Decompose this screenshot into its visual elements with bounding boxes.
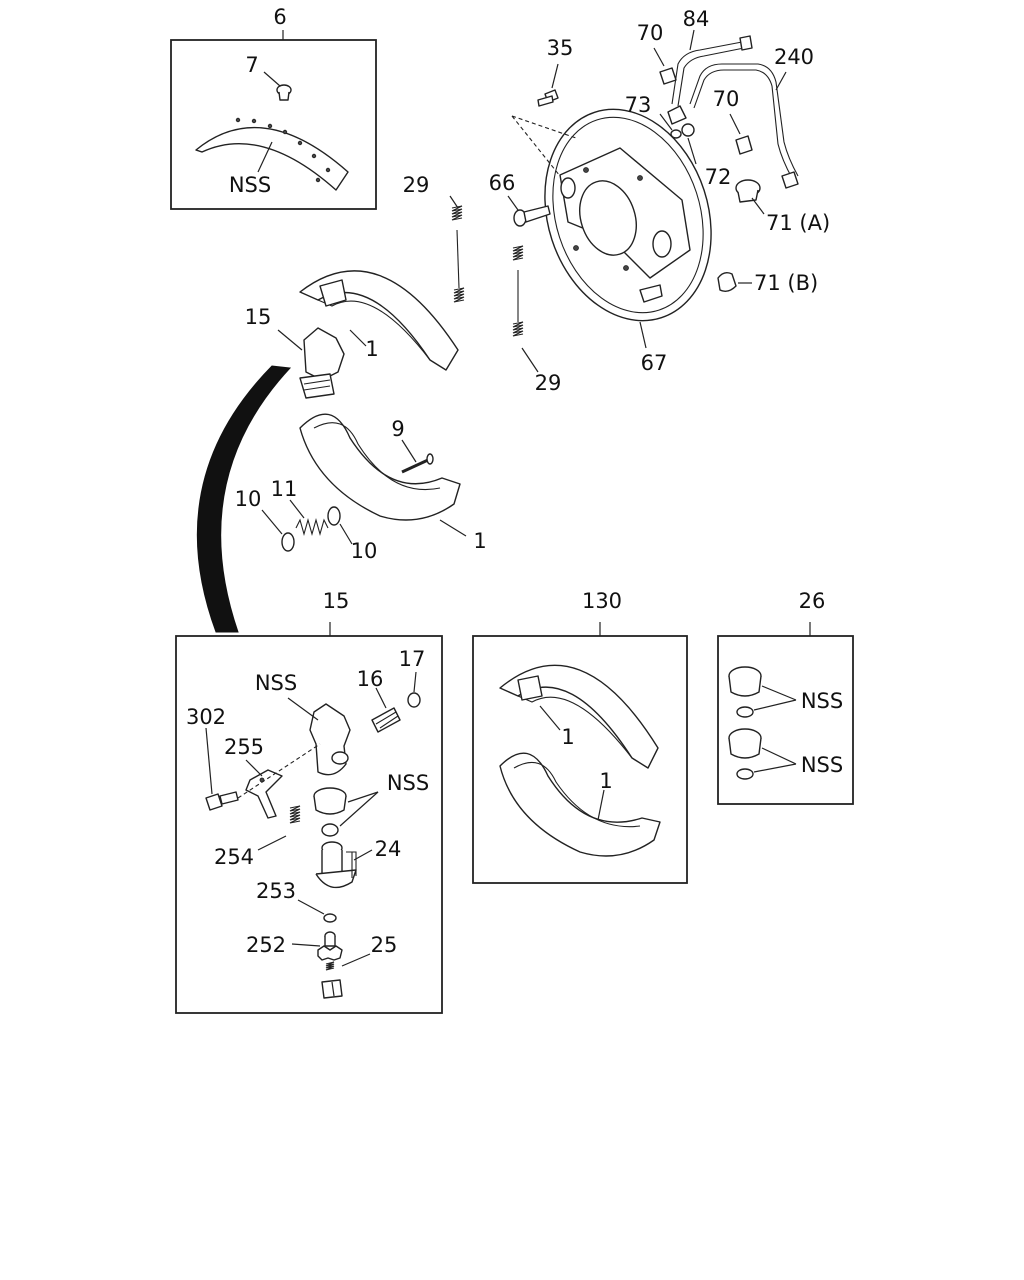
cap-part [407,671,421,708]
adjuster-nut-part [321,953,371,999]
part-label: 10 [235,487,262,511]
adjuster-screw-part [315,841,373,889]
repair-kit-box [717,622,854,805]
callout-arc [196,365,292,633]
part-label: 1 [473,529,486,553]
brake-shoe-part [299,413,467,537]
part-label: 255 [224,735,264,759]
part-label: 66 [489,171,516,195]
bolt-part [537,63,559,107]
return-spring-part [449,195,465,303]
bolt-part [507,195,551,227]
clip-part [729,113,753,155]
seal-part [728,728,797,780]
adjuster-wheel-part [291,931,343,961]
adjuster-assembly-part [277,327,345,399]
lining-kit-box [170,30,377,210]
hold-spring-part [289,499,329,537]
part-label: 15 [245,305,272,329]
bleeder-cap-part [735,179,765,215]
part-label: 254 [214,845,254,869]
brake-shoe-part [499,752,661,857]
washer-part [327,506,353,545]
brake-pipe-part [671,29,799,189]
shoe-assembly-box [472,622,688,884]
part-label: 11 [271,477,298,501]
part-label: NSS [801,753,843,777]
washer-part [297,899,337,923]
part-label: 1 [599,769,612,793]
part-label: 130 [582,589,622,613]
part-label: 1 [561,725,574,749]
part-label: NSS [229,173,271,197]
part-label: 6 [273,5,286,29]
part-label: 72 [705,165,732,189]
part-label: 24 [375,837,402,861]
clip-part [653,47,677,85]
part-label: 25 [371,933,398,957]
part-label: 253 [256,879,296,903]
part-label: 71 (A) [766,211,830,235]
part-label: 67 [641,351,668,375]
hold-pin-part [401,439,434,474]
part-label: NSS [801,689,843,713]
return-spring-part [512,245,539,373]
adjuster-body-part [287,697,351,776]
part-label: 17 [399,647,426,671]
part-label: 16 [357,667,384,691]
part-label: 240 [774,45,814,69]
part-label: NSS [255,671,297,695]
lever-part [237,743,321,819]
part-label: 70 [713,87,740,111]
brake-shoe-part [499,664,659,769]
seal-part [313,787,379,837]
backing-plate-part [511,108,712,349]
part-label: 71 (B) [754,271,818,295]
part-label: 302 [186,705,226,729]
part-label: 10 [351,539,378,563]
part-label: 35 [547,36,574,60]
adjuster-detail-box [175,622,443,1014]
union-bolt-part [667,105,697,165]
part-label: NSS [387,771,429,795]
part-label: 15 [323,589,350,613]
rivet-part [263,71,292,101]
washer-part [261,509,295,552]
part-label: 26 [799,589,826,613]
part-label: 9 [391,417,404,441]
part-label: 252 [246,933,286,957]
bleeder-screw-part [371,687,401,733]
part-label: 1 [365,337,378,361]
part-label: 29 [403,173,430,197]
spring-part [257,805,301,851]
bolt-part [205,727,239,811]
part-label: 84 [683,7,710,31]
brake-shoe-part [299,270,459,371]
part-labels: 6 7 NSS 35 70 84 240 73 70 72 66 71 (A) … [186,5,843,957]
part-label: 70 [637,21,664,45]
part-label: 29 [535,371,562,395]
part-label: 73 [625,93,652,117]
washer-part [659,113,682,139]
part-label: 7 [245,53,258,77]
brake-lining-part [195,117,349,191]
plug-part [717,271,752,293]
seal-part [728,666,797,718]
